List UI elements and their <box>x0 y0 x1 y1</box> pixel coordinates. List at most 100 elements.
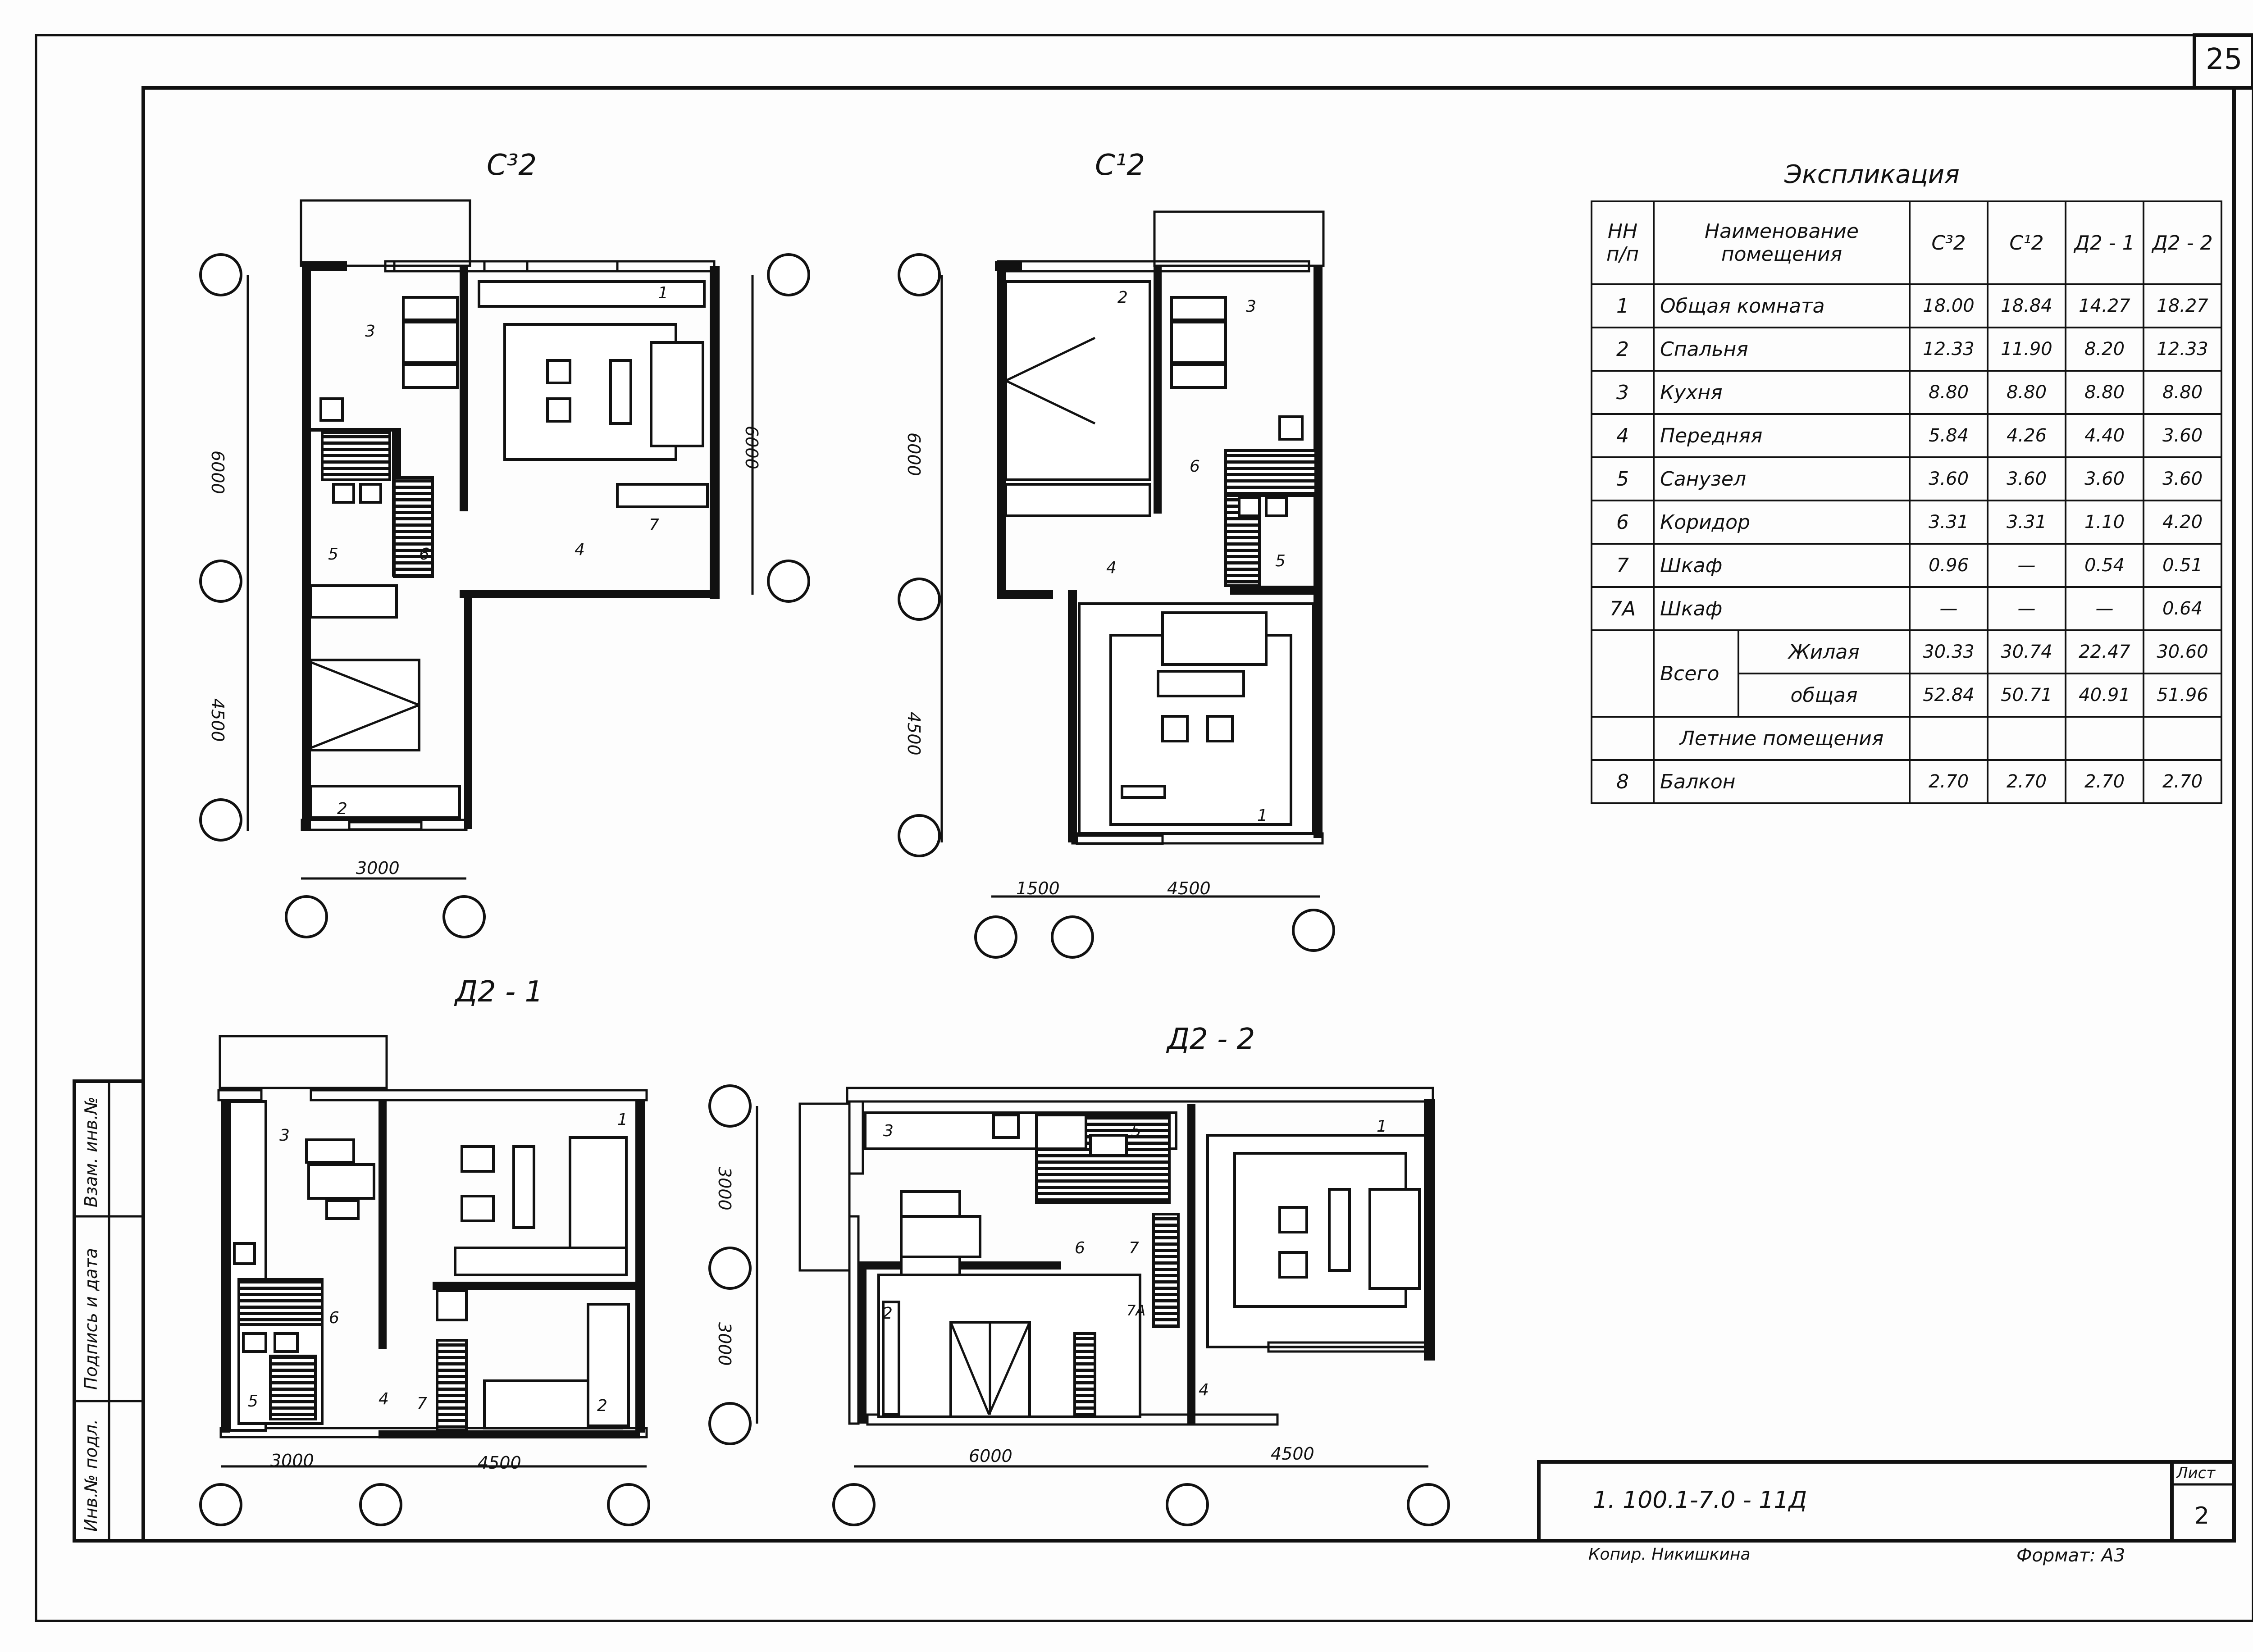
total-general-row: общая 52.84 50.71 40.91 51.96 <box>1592 673 2222 718</box>
row-value: 3.31 <box>1987 500 2066 545</box>
room-label: 3 <box>883 1122 894 1140</box>
row-value: 12.33 <box>2143 327 2222 372</box>
plan-title-d2-2: Д2 - 2 <box>1167 1023 1255 1056</box>
sheet-number: 2 <box>2194 1502 2210 1529</box>
room-label: 3 <box>279 1126 290 1145</box>
row-value: — <box>1987 543 2066 588</box>
row-value: — <box>2065 586 2144 631</box>
room-label: 7 <box>417 1394 427 1413</box>
row-name: Коридор <box>1653 500 1911 545</box>
dim-label: 6000 <box>742 426 762 469</box>
row-value: 3.60 <box>2143 413 2222 458</box>
row-value: 0.64 <box>2143 586 2222 631</box>
row-value: 30.74 <box>1987 629 2066 674</box>
summer-header-row: Летние помещения <box>1591 716 2222 761</box>
row-value: 3.60 <box>2143 456 2222 501</box>
room-label: 4 <box>575 541 585 559</box>
row-value: — <box>1909 586 1988 631</box>
side-stamp-label: Подпись и дата <box>81 1248 101 1390</box>
summer-num-cell <box>1591 716 1655 761</box>
row-value: 2.70 <box>1909 759 1988 804</box>
row-value: 4.20 <box>2143 500 2222 545</box>
header-name: Наименование помещения <box>1653 200 1911 285</box>
row-name: Передняя <box>1653 413 1911 458</box>
empty-cell <box>1909 716 1988 761</box>
empty-cell <box>2065 716 2144 761</box>
explication-table: НН п/п Наименование помещения С³2 С¹2 Д2… <box>1591 200 2222 804</box>
row-value: 50.71 <box>1987 673 2066 718</box>
table-row: 3 Кухня 8.80 8.80 8.80 8.80 <box>1591 370 2222 415</box>
total-label: Всего <box>1653 629 1739 718</box>
row-value: 2.70 <box>2143 759 2222 804</box>
row-value: 3.60 <box>2065 456 2144 501</box>
row-value: 0.51 <box>2143 543 2222 588</box>
room-label: 5 <box>1131 1122 1141 1140</box>
row-value: 8.20 <box>2065 327 2144 372</box>
dim-label: 3000 <box>270 1451 314 1470</box>
row-num: 8 <box>1591 759 1655 804</box>
header-col: Д2 - 1 <box>2065 200 2144 285</box>
row-value: 3.31 <box>1909 500 1988 545</box>
dim-label: 6000 <box>904 432 924 476</box>
room-label: 4 <box>379 1390 389 1408</box>
table-row: 2 Спальня 12.33 11.90 8.20 12.33 <box>1591 327 2222 372</box>
row-num: 3 <box>1591 370 1655 415</box>
room-label: 6 <box>329 1309 339 1327</box>
row-value: 5.84 <box>1909 413 1988 458</box>
total-num-cell <box>1591 629 1655 718</box>
row-num: 6 <box>1591 500 1655 545</box>
row-value: 2.70 <box>2065 759 2144 804</box>
room-label: 5 <box>328 545 338 564</box>
row-value: 22.47 <box>2065 629 2144 674</box>
room-label: 7 <box>1129 1239 1139 1257</box>
row-value: 8.80 <box>2065 370 2144 415</box>
dim-label: 3000 <box>715 1167 734 1211</box>
room-label: 4 <box>1106 559 1117 577</box>
plan-c3-2 <box>199 199 810 938</box>
page-number-box <box>2193 33 2253 90</box>
dim-label: 3000 <box>715 1322 734 1366</box>
header-col: С¹2 <box>1987 200 2066 285</box>
row-num: 7А <box>1591 586 1655 631</box>
table-row: 6 Коридор 3.31 3.31 1.10 4.20 <box>1591 500 2222 545</box>
sheet-label: Лист <box>2176 1464 2216 1482</box>
room-label: 6 <box>1075 1239 1085 1257</box>
table-row: 7 Шкаф 0.96 — 0.54 0.51 <box>1591 543 2222 588</box>
empty-cell <box>2143 716 2222 761</box>
title-block <box>1537 1460 2236 1543</box>
table-row: 4 Передняя 5.84 4.26 4.40 3.60 <box>1591 413 2222 458</box>
row-name: Кухня <box>1653 370 1911 415</box>
row-name: Шкаф <box>1653 543 1911 588</box>
copier-note: Копир. Никишкина <box>1588 1545 1751 1564</box>
plan-d2-2 <box>708 1084 1450 1526</box>
row-value: 4.26 <box>1987 413 2066 458</box>
table-row: 1 Общая комната 18.00 18.84 14.27 18.27 <box>1591 283 2222 328</box>
row-value: 0.54 <box>2065 543 2144 588</box>
plan-title-d2-1: Д2 - 1 <box>455 975 543 1009</box>
row-value: 8.80 <box>1909 370 1988 415</box>
room-label: 1 <box>1377 1117 1387 1136</box>
summer-header: Летние помещения <box>1653 716 1911 761</box>
dim-label: 4500 <box>208 698 228 742</box>
room-label: 2 <box>882 1304 893 1323</box>
row-num: 2 <box>1591 327 1655 372</box>
header-col: С³2 <box>1909 200 1988 285</box>
drawing-code: 1. 100.1-7.0 - 11Д <box>1593 1487 1807 1514</box>
row-value: 14.27 <box>2065 283 2144 328</box>
dim-label: 4500 <box>1271 1444 1314 1464</box>
row-num: 1 <box>1591 283 1655 328</box>
room-label: 1 <box>1257 806 1268 825</box>
room-label: 5 <box>1275 552 1286 570</box>
row-name: Спальня <box>1653 327 1911 372</box>
side-stamp-label: Взам. инв.№ <box>81 1097 101 1207</box>
explication-title: Экспликация <box>1784 160 1960 189</box>
row-value: 11.90 <box>1987 327 2066 372</box>
row-value: 30.60 <box>2143 629 2222 674</box>
room-label: 3 <box>365 322 375 341</box>
row-num: 5 <box>1591 456 1655 501</box>
row-value: 4.40 <box>2065 413 2144 458</box>
row-value: 18.00 <box>1909 283 1988 328</box>
row-name: Балкон <box>1653 759 1911 804</box>
table-row: 7А Шкаф — — — 0.64 <box>1591 586 2222 631</box>
